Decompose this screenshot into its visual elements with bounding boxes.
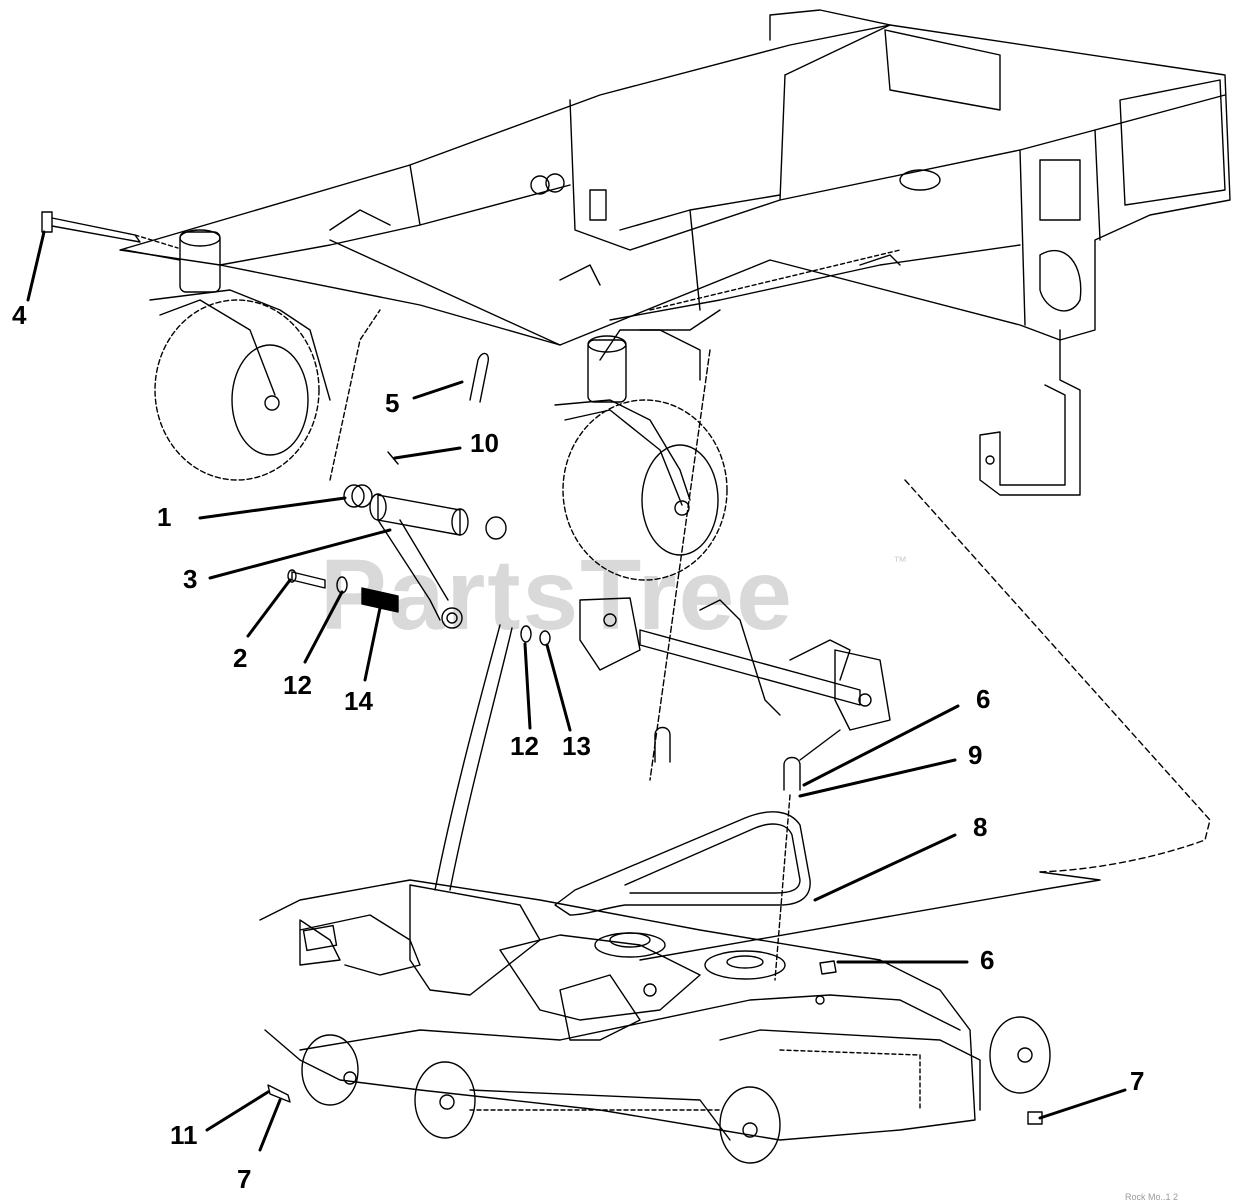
left-caster-wheel — [149, 229, 331, 481]
watermark-text: PartsTree — [320, 539, 794, 651]
leader-9 — [798, 758, 957, 798]
part-14-sleeve — [361, 587, 399, 613]
lift-link-rod — [434, 624, 501, 891]
callout-9: 9 — [968, 740, 983, 770]
leader-5 — [412, 380, 464, 400]
callout-7-left: 7 — [237, 1164, 252, 1194]
leader-8 — [813, 833, 957, 902]
leader-4 — [26, 230, 46, 302]
callout-6-bottom: 6 — [980, 945, 995, 975]
leader-lines — [26, 230, 1127, 1152]
callout-10: 10 — [470, 428, 499, 458]
part-7-bolt-right — [1027, 1111, 1043, 1125]
callout-12-right: 12 — [510, 731, 539, 761]
rear-lift-rod — [649, 349, 711, 781]
part-5-clip-pin — [469, 352, 490, 403]
callout-7-right: 7 — [1130, 1066, 1145, 1096]
leader-2 — [246, 578, 292, 638]
right-caster-wheel — [554, 335, 728, 581]
chassis-frame — [119, 9, 1231, 381]
callout-3: 3 — [183, 564, 198, 594]
part-3-lift-arm — [329, 309, 469, 629]
callout-14: 14 — [344, 686, 373, 716]
u-bolt-left — [654, 726, 671, 763]
control-cable-end — [639, 871, 1101, 961]
leader-10 — [393, 446, 462, 460]
leader-14 — [363, 606, 382, 682]
leader-12-left — [303, 590, 344, 664]
control-cable — [904, 479, 1211, 873]
callout-13: 13 — [562, 731, 591, 761]
callout-11: 11 — [170, 1120, 198, 1150]
callout-4: 4 — [12, 300, 27, 330]
part-8-belt — [554, 811, 811, 916]
part-2-pin — [287, 569, 326, 589]
leader-3 — [208, 528, 392, 580]
part-9-u-bolt — [774, 729, 841, 981]
callout-12-left: 12 — [283, 670, 312, 700]
footer-reference: Rock Mo..1 2 — [1125, 1192, 1179, 1201]
callout-2: 2 — [233, 643, 248, 673]
leader-7-left — [258, 1098, 282, 1152]
part-1-bushing — [343, 484, 373, 508]
rear-bracket — [979, 329, 1081, 496]
part-6-nut-deck — [819, 960, 837, 975]
part-4-rod — [41, 211, 179, 249]
trademark-symbol: ™ — [893, 553, 907, 569]
leader-7-right — [1038, 1088, 1127, 1120]
callout-5: 5 — [385, 388, 400, 418]
callout-6-top: 6 — [976, 684, 991, 714]
part-13-nut — [539, 630, 551, 646]
leader-6-top — [802, 704, 960, 787]
leader-13 — [545, 643, 572, 732]
part-12-washer-right — [520, 625, 532, 643]
lift-link-rod-inner — [449, 627, 513, 891]
part-11-fitting — [267, 1084, 291, 1103]
callout-1: 1 — [157, 502, 172, 532]
leader-1 — [198, 496, 347, 520]
drive-shaft-assembly — [579, 597, 891, 731]
spacer-bushing — [485, 516, 507, 540]
part-10-pin — [387, 451, 399, 465]
deck-wheels — [301, 1016, 1051, 1164]
leader-12-right — [523, 642, 532, 730]
leader-11 — [205, 1090, 270, 1132]
callout-8: 8 — [973, 812, 988, 842]
